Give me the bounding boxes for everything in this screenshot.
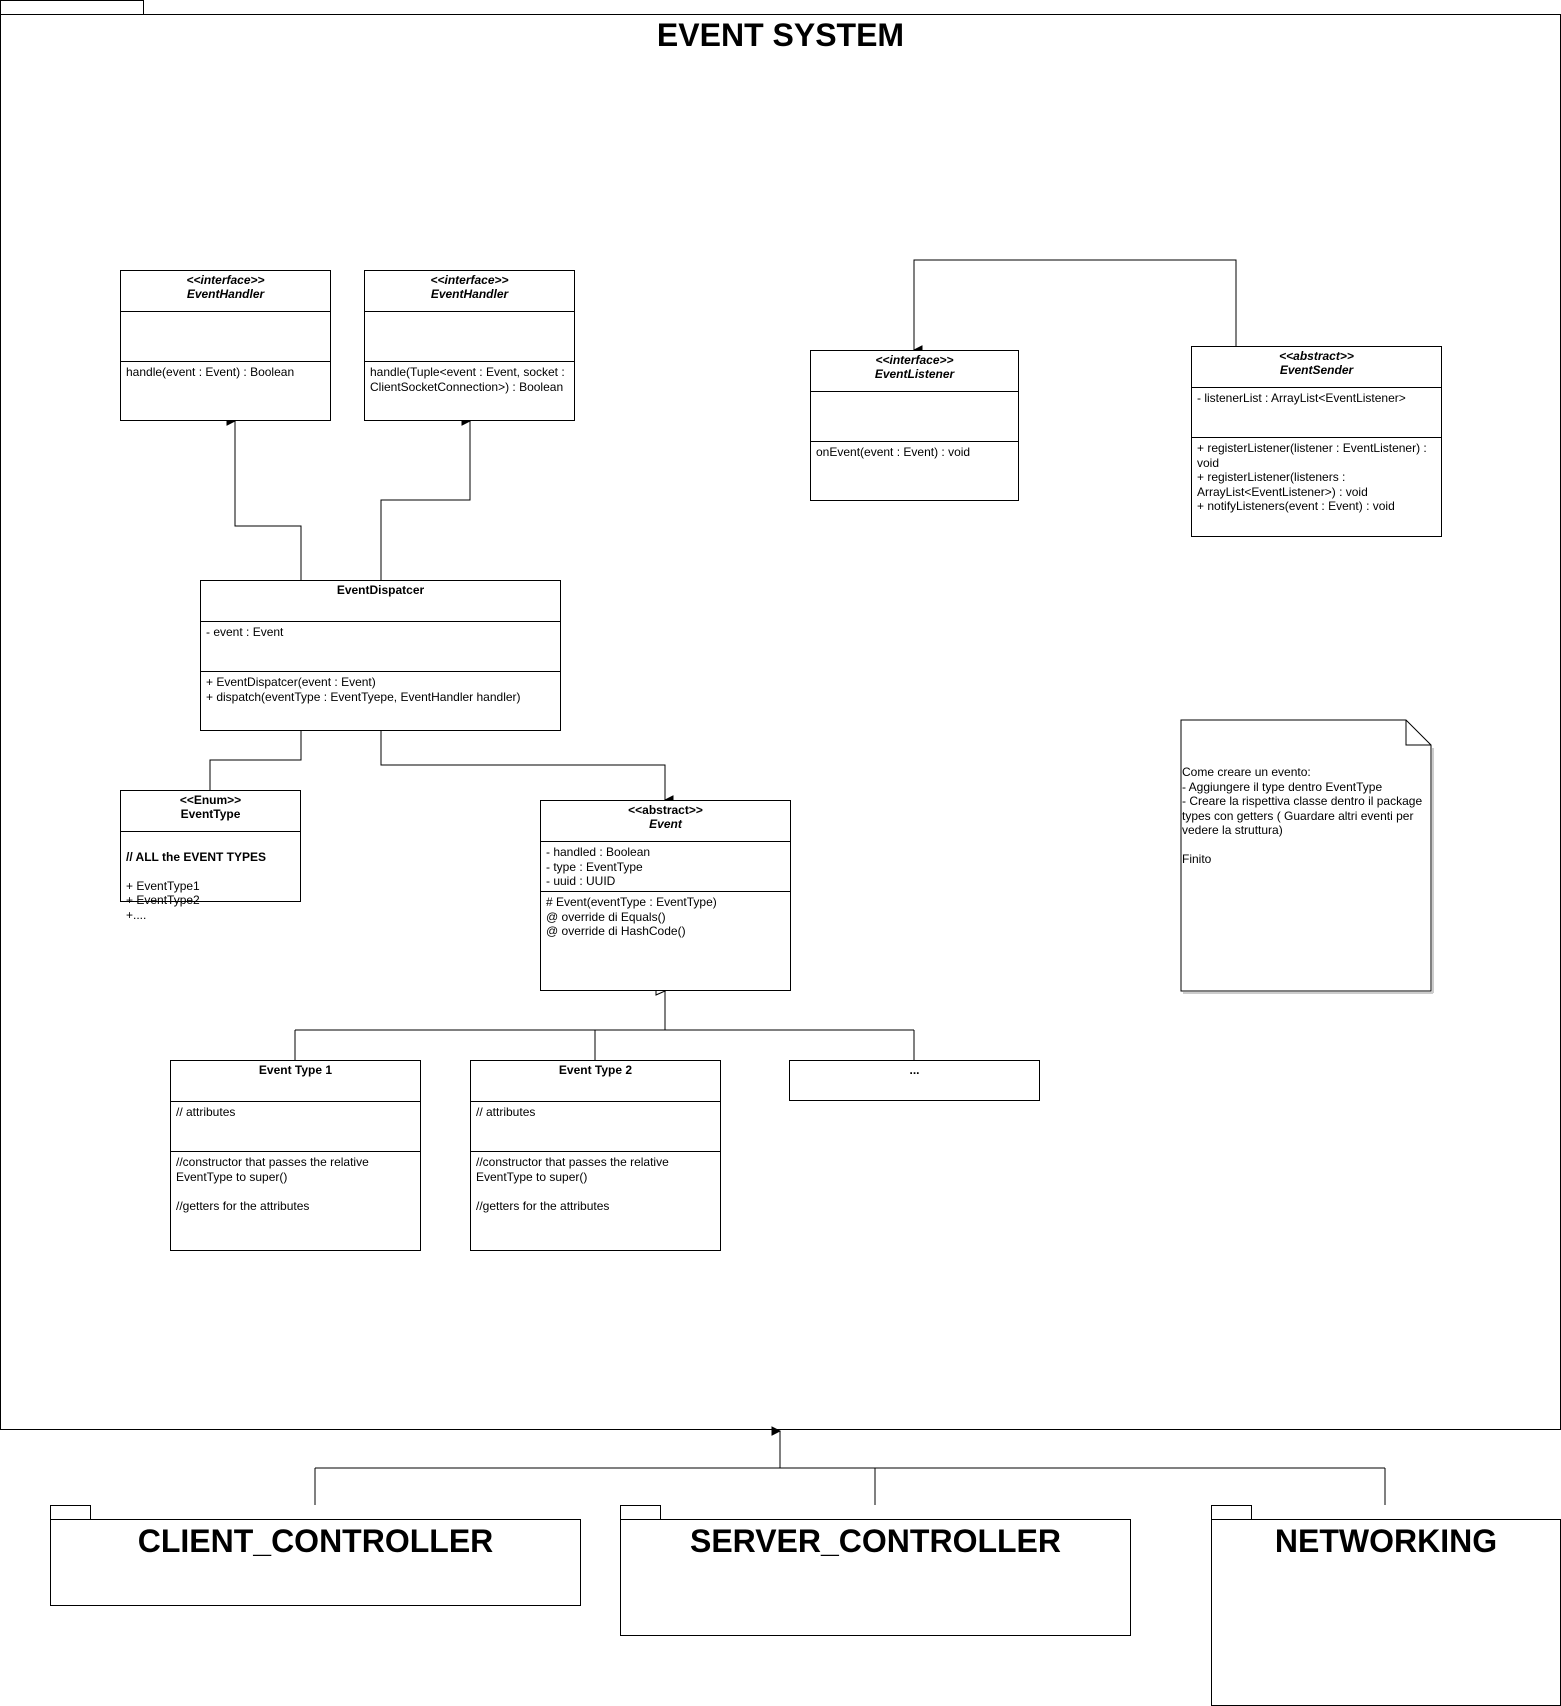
stereotype: <<interface>> — [186, 273, 265, 287]
connector-dispatcher-to-handler-2 — [380, 421, 470, 580]
connector-dispatcher-to-eventtype — [209, 730, 302, 790]
attributes-section: // attributes — [171, 1102, 420, 1152]
methods-section: + registerListener(listener : EventListe… — [1197, 441, 1427, 513]
class-header: <<interface>> EventHandler — [365, 271, 574, 312]
class-more-event-types[interactable]: ... — [789, 1060, 1040, 1101]
class-name: EventHandler — [186, 287, 265, 301]
methods-section: handle(Tuple<event : Event, socket : Cli… — [370, 365, 565, 394]
class-event-sender[interactable]: <<abstract>> EventSender - listenerList … — [1191, 346, 1442, 537]
class-name: EventHandler — [430, 287, 509, 301]
attributes-section: - event : Event — [201, 622, 560, 672]
class-name: EventListener — [874, 367, 955, 381]
class-header: ... — [790, 1061, 1039, 1100]
networking-package[interactable]: NETWORKING — [1211, 1519, 1561, 1706]
note-fold — [1405, 720, 1431, 746]
class-name: Event Type 2 — [558, 1063, 633, 1077]
class-event-dispatcher[interactable]: EventDispatcer - event : Event + EventDi… — [200, 580, 561, 731]
event-system-title: EVENT SYSTEM — [656, 17, 905, 53]
class-name: Event — [649, 817, 682, 831]
stereotype: <<interface>> — [430, 273, 509, 287]
attributes-section: - listenerList : ArrayList<EventListener… — [1192, 388, 1441, 438]
methods-section: + EventDispatcer(event : Event) + dispat… — [206, 675, 521, 704]
event-system-package-tab — [0, 0, 144, 15]
class-header: <<Enum>> EventType — [121, 791, 300, 832]
connector-dispatcher-to-handler-1 — [235, 421, 302, 580]
class-name: EventSender — [1279, 363, 1354, 377]
connector-dispatcher-to-event — [380, 730, 665, 800]
enum-values-header: // ALL the EVENT TYPES — [126, 849, 267, 864]
attributes-section — [121, 312, 330, 362]
methods-section: handle(event : Event) : Boolean — [126, 365, 295, 379]
server-package-tab — [620, 1505, 661, 1520]
class-header: Event Type 2 — [471, 1061, 720, 1102]
connector-sender-to-listener — [914, 259, 1237, 350]
stereotype: <<interface>> — [875, 353, 954, 367]
client-package-tab — [50, 1505, 91, 1520]
server-controller-package[interactable]: SERVER_CONTROLLER — [620, 1519, 1131, 1636]
methods-section: onEvent(event : Event) : void — [816, 445, 971, 459]
class-event-handler-1[interactable]: <<interface>> EventHandler handle(event … — [120, 270, 331, 421]
methods-section: //constructor that passes the relative E… — [176, 1155, 369, 1213]
stereotype: <<abstract>> — [1279, 349, 1354, 363]
class-event-listener[interactable]: <<interface>> EventListener onEvent(even… — [810, 350, 1019, 501]
class-event-type-1[interactable]: Event Type 1 // attributes //constructor… — [170, 1060, 421, 1251]
class-event[interactable]: <<abstract>> Event - handled : Boolean -… — [540, 800, 791, 991]
server-controller-title: SERVER_CONTROLLER — [689, 1523, 1061, 1559]
networking-package-tab — [1211, 1505, 1252, 1520]
class-name: EventType — [180, 807, 241, 821]
attributes-section — [365, 312, 574, 362]
class-header: Event Type 1 — [171, 1061, 420, 1102]
class-name: ... — [909, 1063, 920, 1077]
attributes-section: // attributes — [471, 1102, 720, 1152]
stereotype: <<abstract>> — [628, 803, 703, 817]
class-event-handler-2[interactable]: <<interface>> EventHandler handle(Tuple<… — [364, 270, 575, 421]
class-header: <<abstract>> EventSender — [1192, 347, 1441, 388]
client-controller-package[interactable]: CLIENT_CONTROLLER — [50, 1519, 581, 1606]
enum-values-section: // ALL the EVENT TYPES + EventType1 + Ev… — [121, 832, 300, 925]
enum-values: + EventType1 + EventType2 +.... — [126, 878, 200, 922]
class-header: EventDispatcer — [201, 581, 560, 622]
note-shape — [1180, 719, 1432, 992]
networking-title: NETWORKING — [1274, 1523, 1498, 1559]
class-header: <<interface>> EventListener — [811, 351, 1018, 392]
methods-section: //constructor that passes the relative E… — [476, 1155, 669, 1213]
client-controller-title: CLIENT_CONTROLLER — [137, 1523, 494, 1559]
class-event-type-2[interactable]: Event Type 2 // attributes //constructor… — [470, 1060, 721, 1251]
class-name: EventDispatcer — [336, 583, 425, 597]
class-name: Event Type 1 — [258, 1063, 333, 1077]
class-header: <<interface>> EventHandler — [121, 271, 330, 312]
note-text: Come creare un evento: - Aggiungere il t… — [1182, 765, 1423, 866]
methods-section: # Event(eventType : EventType) @ overrid… — [546, 895, 717, 938]
attributes-section: - handled : Boolean - type : EventType -… — [541, 842, 790, 892]
enum-event-type[interactable]: <<Enum>> EventType // ALL the EVENT TYPE… — [120, 790, 301, 922]
stereotype: <<Enum>> — [179, 793, 242, 807]
attributes-section — [811, 392, 1018, 442]
class-header: <<abstract>> Event — [541, 801, 790, 842]
